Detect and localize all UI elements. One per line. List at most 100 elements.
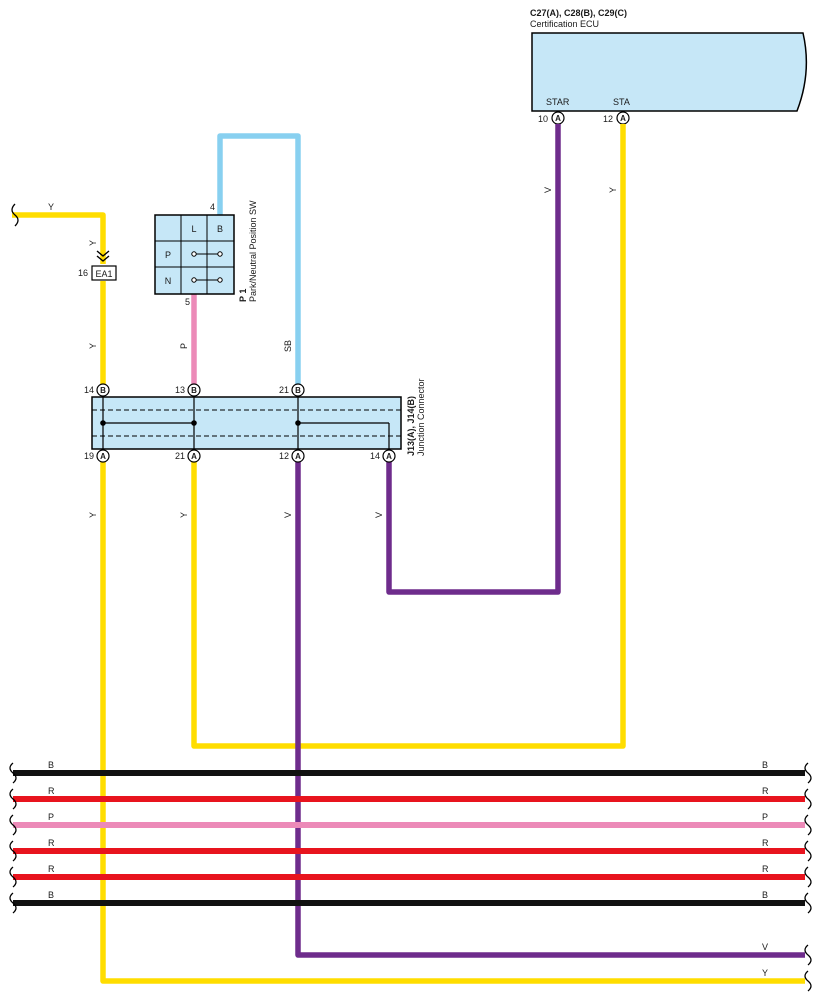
wire-label-y-below-ea1: Y bbox=[88, 343, 98, 349]
bus-wire-1-label-left: B bbox=[48, 760, 54, 770]
ecu-pin-sta-connector: A bbox=[620, 114, 626, 123]
ecu-title: C27(A), C28(B), C29(C) bbox=[530, 8, 627, 18]
wire-v-star bbox=[386, 124, 561, 595]
bus-wire-4-label-right: R bbox=[762, 838, 769, 848]
break-mark-top-left bbox=[11, 203, 19, 227]
junction-bottom-pin-3 bbox=[291, 449, 305, 463]
junction-bottom-pin-2-connector: A bbox=[191, 452, 197, 461]
junction-top-pin-3-connector: B bbox=[295, 386, 301, 395]
junction-top-pin-2-number: 13 bbox=[175, 385, 185, 395]
switch-contact-p bbox=[191, 251, 223, 257]
bus-wire-6-break-right bbox=[804, 892, 812, 914]
wire-label-y-bottom: Y bbox=[762, 968, 768, 978]
wire-v-bottom bbox=[295, 462, 805, 958]
wire-y-sta bbox=[191, 124, 626, 749]
wire-sb-switch bbox=[217, 133, 301, 384]
junction-name: Junction Connector bbox=[416, 378, 426, 456]
ecu-pin-star-number: 10 bbox=[538, 114, 548, 124]
bus-wires: B B R R P P R R R R B B bbox=[9, 760, 812, 914]
switch-cell-p: P bbox=[165, 250, 171, 260]
wire-label-y-j19: Y bbox=[88, 512, 98, 518]
ea1-box bbox=[91, 265, 117, 281]
ea1-name: EA1 bbox=[95, 269, 112, 279]
junction-bottom-pin-3-connector: A bbox=[295, 452, 301, 461]
ecu-pin-star-connector: A bbox=[555, 114, 561, 123]
ecu-terminal-sta: STA bbox=[613, 97, 630, 107]
bus-wire-5-break-right bbox=[804, 866, 812, 888]
junction-top-pin-3-number: 21 bbox=[279, 385, 289, 395]
bus-wire-6-label-left: B bbox=[48, 890, 54, 900]
connector-ea1: 16 EA1 bbox=[78, 250, 117, 281]
wire-label-sb-switch: SB bbox=[283, 340, 293, 352]
switch-cell-l: L bbox=[191, 224, 196, 234]
wire-label-v-j12: V bbox=[283, 512, 293, 518]
ecu-subtitle: Certification ECU bbox=[530, 19, 599, 29]
junction-top-pin-1 bbox=[96, 383, 110, 397]
junction-top-pin-3 bbox=[291, 383, 305, 397]
bus-wire-5-label-left: R bbox=[48, 864, 55, 874]
bus-wire-2-break-right bbox=[804, 788, 812, 810]
ea1-pin-number: 16 bbox=[78, 268, 88, 278]
ecu-terminal-star: STAR bbox=[546, 97, 570, 107]
junction-bottom-pin-1-connector: A bbox=[100, 452, 106, 461]
switch-pin-bottom: 5 bbox=[185, 297, 190, 307]
junction-bottom-pin-2 bbox=[187, 449, 201, 463]
bus-wire-5-break-left bbox=[9, 866, 17, 888]
switch-cell-n: N bbox=[165, 276, 172, 286]
junction-top-pin-2 bbox=[187, 383, 201, 397]
bus-wire-1-break-right bbox=[804, 762, 812, 784]
junction-bottom-pin-1 bbox=[96, 449, 110, 463]
junction-connector: 14 B 13 B 21 B 19 A 21 A 12 A 14 A J13(A… bbox=[84, 378, 426, 463]
wire-label-y-left-vertical: Y bbox=[88, 240, 98, 246]
wire-labels: Y Y Y P SB V Y Y Y V V V Y bbox=[48, 187, 768, 978]
break-mark-bottom-y bbox=[804, 970, 812, 992]
bus-wire-1-label-right: B bbox=[762, 760, 768, 770]
bus-wire-5-label-right: R bbox=[762, 864, 769, 874]
junction-bottom-pin-1-number: 19 bbox=[84, 451, 94, 461]
switch-pin-top: 4 bbox=[210, 202, 215, 212]
bus-wire-2-label-left: R bbox=[48, 786, 55, 796]
wire-y-bottom bbox=[100, 462, 805, 984]
bus-wire-4-break-right bbox=[804, 840, 812, 862]
bus-wire-3-break-right bbox=[804, 814, 812, 836]
wire-label-y-ecu: Y bbox=[608, 187, 618, 193]
junction-bottom-pin-4-number: 14 bbox=[370, 451, 380, 461]
bus-wire-2-label-right: R bbox=[762, 786, 769, 796]
junction-bottom-pin-3-number: 12 bbox=[279, 451, 289, 461]
wire-label-v-ecu: V bbox=[543, 187, 553, 193]
bus-wire-3-label-right: P bbox=[762, 812, 768, 822]
bus-wire-1-break-left bbox=[9, 762, 17, 784]
bus-wire-6-label-right: B bbox=[762, 890, 768, 900]
junction-id: J13(A), J14(B) bbox=[406, 396, 416, 456]
wires bbox=[12, 124, 805, 984]
wire-label-y-top: Y bbox=[48, 202, 54, 212]
break-marks bbox=[11, 203, 812, 992]
bus-wire-4-label-left: R bbox=[48, 838, 55, 848]
bus-wire-2-break-left bbox=[9, 788, 17, 810]
ecu-pin-sta-number: 12 bbox=[603, 114, 613, 124]
break-mark-bottom-v bbox=[804, 944, 812, 966]
wire-label-v-j14: V bbox=[374, 512, 384, 518]
junction-top-pin-2-connector: B bbox=[191, 386, 197, 395]
wire-label-p-switch: P bbox=[179, 343, 189, 349]
junction-bottom-pin-2-number: 21 bbox=[175, 451, 185, 461]
certification-ecu: C27(A), C28(B), C29(C) Certification ECU… bbox=[530, 8, 808, 125]
switch-name: Park/Neutral Position SW bbox=[248, 200, 258, 302]
chevron-down-icon bbox=[96, 250, 110, 262]
bus-wire-4-break-left bbox=[9, 840, 17, 862]
junction-top-pin-1-connector: B bbox=[100, 386, 106, 395]
bus-wire-3-break-left bbox=[9, 814, 17, 836]
switch-contact-n bbox=[191, 277, 223, 283]
park-neutral-switch: 4 L B P N 5 P 1 Park/Neutral Position SW bbox=[154, 200, 258, 307]
bus-wire-3-label-left: P bbox=[48, 812, 54, 822]
wire-y-input bbox=[12, 212, 106, 264]
junction-top-pin-1-number: 14 bbox=[84, 385, 94, 395]
wire-label-v-bottom: V bbox=[762, 942, 768, 952]
wire-label-y-j21: Y bbox=[179, 512, 189, 518]
junction-bottom-pin-4-connector: A bbox=[386, 452, 392, 461]
bus-wire-6-break-left bbox=[9, 892, 17, 914]
junction-bottom-pin-4 bbox=[382, 449, 396, 463]
switch-cell-b: B bbox=[217, 224, 223, 234]
switch-id: P 1 bbox=[238, 289, 248, 302]
